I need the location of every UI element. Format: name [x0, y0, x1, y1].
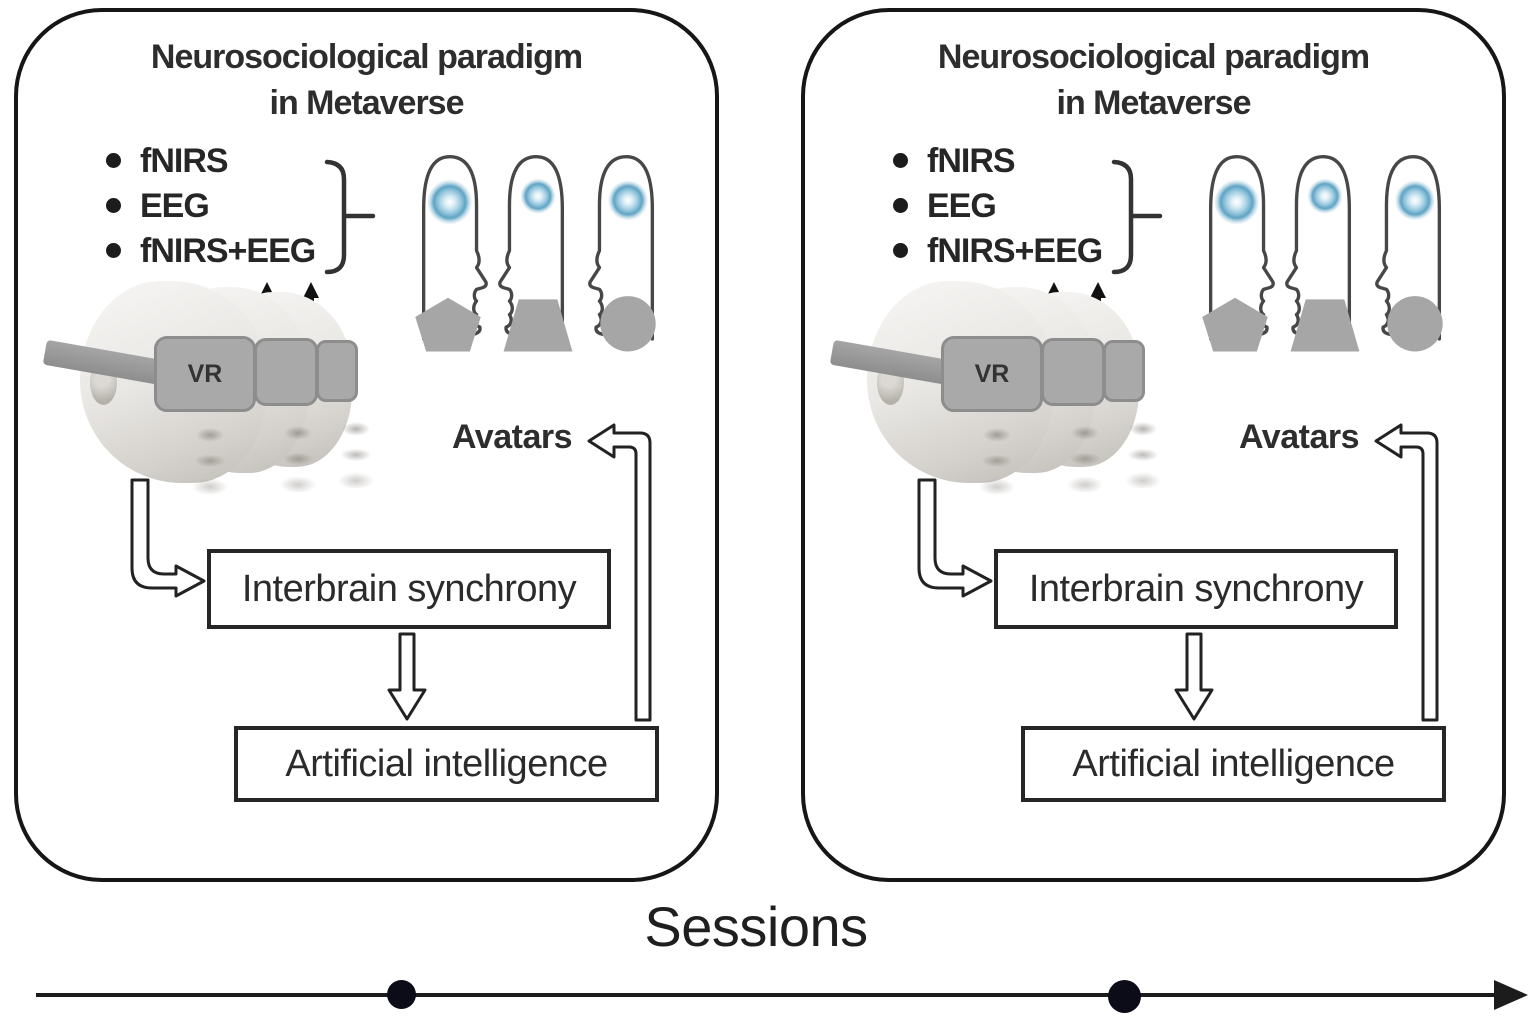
session-panel-2: Neurosociological paradigm in Metaverse … [801, 8, 1506, 882]
timeline-dot [1108, 980, 1141, 1013]
panel-title-line1: Neurosociological paradigm [150, 38, 583, 76]
brain-activity-icon [1307, 178, 1343, 214]
vr-headset-icon: VR [154, 336, 256, 412]
vr-headset-icon: VR [941, 336, 1043, 412]
artificial-intelligence-box: Artificial intelligence [1021, 726, 1446, 802]
participant-heads-group [406, 150, 676, 356]
elbow-arrow-icon [917, 478, 993, 598]
modality-bullet-list: fNIRS EEG fNIRS+EEG [106, 142, 366, 287]
avatar-body-circle-icon [600, 296, 656, 352]
bullet-label: EEG [140, 187, 210, 225]
avatars-label: Avatars [452, 418, 572, 456]
bullet-label: fNIRS [927, 142, 1016, 180]
face-mouth-shading [1113, 416, 1173, 488]
vr-headset-label: VR [974, 359, 1010, 388]
interbrain-synchrony-box: Interbrain synchrony [994, 549, 1398, 629]
panel-title-line1: Neurosociological paradigm [937, 38, 1370, 76]
avatar-body-circle-icon [1387, 296, 1443, 352]
participant-head-trapezoid-icon [1285, 155, 1360, 352]
bullet-item: fNIRS+EEG [893, 232, 1153, 277]
participant-head-pentagon-icon [1202, 155, 1275, 352]
down-arrow-icon [1174, 632, 1214, 721]
sessions-label: Sessions [644, 895, 868, 958]
participant-head-trapezoid-icon [498, 155, 573, 352]
participant-heads-group [1193, 150, 1463, 356]
bullet-item: fNIRS+EEG [106, 232, 366, 277]
bullet-dot-icon [893, 198, 908, 213]
timeline-arrowhead-icon [1494, 980, 1528, 1010]
vr-headset-label: VR [187, 359, 223, 388]
face-mouth-shading [326, 416, 386, 488]
brain-activity-icon [520, 178, 556, 214]
panel-title-line2: in Metaverse [1056, 84, 1252, 122]
avatar-body-pentagon-icon [1202, 297, 1268, 352]
bullet-dot-icon [106, 153, 121, 168]
bullet-item: fNIRS [106, 142, 366, 187]
brain-activity-icon [1394, 180, 1436, 221]
panel-title-line2: in Metaverse [269, 84, 465, 122]
face-mouth-shading [1055, 420, 1115, 492]
vr-users-illustration: VR [829, 274, 1173, 498]
bullet-label: EEG [927, 187, 997, 225]
bullet-item: fNIRS [893, 142, 1153, 187]
avatar-body-trapezoid-icon [503, 299, 573, 352]
vr-headset-icon [1103, 340, 1145, 402]
face-mouth-shading [967, 422, 1027, 494]
feedback-loop-arrow-icon [1374, 423, 1439, 722]
interbrain-synchrony-label: Interbrain synchrony [1028, 567, 1364, 610]
modality-bullet-list: fNIRS EEG fNIRS+EEG [893, 142, 1153, 287]
grouping-bracket-icon [324, 159, 376, 275]
bullet-label: fNIRS+EEG [140, 232, 316, 270]
sessions-timeline-line [36, 993, 1498, 997]
face-mouth-shading [268, 420, 328, 492]
participant-head-circle-icon [588, 155, 656, 352]
down-arrow-icon [387, 632, 427, 721]
interbrain-synchrony-label: Interbrain synchrony [241, 567, 577, 610]
bullet-dot-icon [893, 243, 908, 258]
brain-activity-icon [427, 179, 473, 225]
artificial-intelligence-label: Artificial intelligence [285, 742, 608, 785]
vr-headset-icon [316, 340, 358, 402]
bullet-dot-icon [106, 243, 121, 258]
interbrain-synchrony-box: Interbrain synchrony [207, 549, 611, 629]
grouping-bracket-icon [1111, 159, 1163, 275]
bullet-label: fNIRS [140, 142, 229, 180]
brain-activity-icon [1214, 179, 1260, 225]
vr-headset-icon [1041, 338, 1105, 406]
feedback-loop-arrow-icon [587, 423, 652, 722]
artificial-intelligence-label: Artificial intelligence [1072, 742, 1395, 785]
timeline-dot [387, 980, 416, 1009]
avatar-body-trapezoid-icon [1290, 299, 1360, 352]
avatar-body-pentagon-icon [415, 297, 481, 352]
session-panel-1: Neurosociological paradigm in Metaverse … [14, 8, 719, 882]
brain-activity-icon [607, 180, 649, 221]
bullet-dot-icon [106, 198, 121, 213]
bullet-dot-icon [893, 153, 908, 168]
elbow-arrow-icon [130, 478, 206, 598]
vr-users-illustration: VR [42, 274, 386, 498]
bullet-item: EEG [106, 187, 366, 232]
avatars-label: Avatars [1239, 418, 1359, 456]
face-mouth-shading [180, 422, 240, 494]
participant-head-circle-icon [1375, 155, 1443, 352]
bullet-item: EEG [893, 187, 1153, 232]
bullet-label: fNIRS+EEG [927, 232, 1103, 270]
vr-headset-icon [254, 338, 318, 406]
participant-head-pentagon-icon [415, 155, 488, 352]
artificial-intelligence-box: Artificial intelligence [234, 726, 659, 802]
